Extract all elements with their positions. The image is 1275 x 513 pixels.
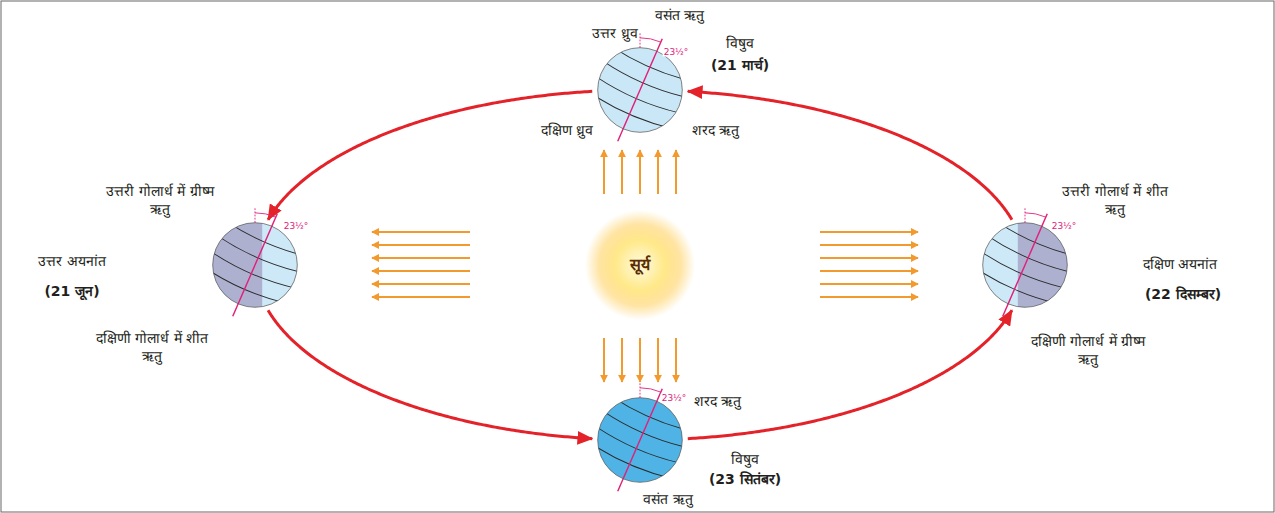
tilt-angle: 23½° (661, 394, 688, 403)
sun-ray (675, 338, 677, 382)
tilt-arc (1025, 213, 1046, 217)
sun-ray (603, 150, 605, 194)
sun-ray (372, 231, 470, 233)
tilt-angle: 23½° (283, 222, 310, 231)
pole-label: दक्षिण ध्रुव (541, 122, 593, 140)
vertical-reference (640, 32, 641, 47)
date-label: (21 जून) (44, 283, 99, 301)
earth-axis (233, 214, 278, 316)
date-label: (21 मार्च) (711, 57, 769, 75)
sun-label: सूर्य (630, 255, 650, 275)
sun-ray (820, 244, 918, 246)
sun-ray (621, 150, 623, 194)
earth-axis (618, 389, 663, 491)
sun: सूर्य (585, 210, 695, 320)
hemisphere-label: दक्षिणी गोलार्ध में शीत ऋतु (95, 330, 210, 365)
sun-ray (820, 283, 918, 285)
earth-globe-drawing (210, 220, 300, 310)
pole-label: उत्तर ध्रुव (592, 25, 637, 43)
sun-ray (820, 296, 918, 298)
sun-ray (603, 338, 605, 382)
sun-ray (675, 150, 677, 194)
tilt-angle: 23½° (663, 48, 690, 57)
season-label: शरद ऋतु (694, 393, 741, 411)
vertical-reference (640, 382, 641, 397)
globe-outline (983, 223, 1068, 308)
date-label: (22 दिसम्बर) (1145, 286, 1221, 304)
sun-ray (657, 150, 659, 194)
orbit-arrow (268, 91, 592, 219)
sun-ray (820, 231, 918, 233)
sun-ray (372, 244, 470, 246)
earth-globe: उत्तरी गोलार्ध में ग्रीष्म ऋतुउत्तर अयना… (210, 220, 300, 310)
earth-axis (618, 39, 663, 141)
tilt-arc (640, 388, 661, 392)
equinox-label: विषुव (731, 451, 759, 469)
season-label: शरद ऋतु (692, 122, 739, 140)
solstice-label: दक्षिण अयनांत (1143, 256, 1217, 274)
sun-ray (372, 296, 470, 298)
sun-ray (820, 257, 918, 259)
earth-axis (1003, 214, 1048, 316)
orbit-arrow (688, 91, 1012, 219)
globe-outline (598, 48, 683, 133)
sun-ray (657, 338, 659, 382)
vertical-reference (1025, 207, 1026, 222)
tilt-arc (255, 213, 276, 217)
sun-ray (372, 283, 470, 285)
sun-ray (820, 270, 918, 272)
earth-globe: शरद ऋतुविषुव(23 सितंबर)वसंत ऋतु (595, 395, 685, 485)
season-label: वसंत ऋतु (655, 7, 704, 25)
earth-globe-drawing (595, 45, 685, 135)
earth-globe-drawing (980, 220, 1070, 310)
sun-disc (585, 210, 695, 320)
sun-ray (639, 338, 641, 382)
earth-globe-drawing (595, 395, 685, 485)
vertical-reference (255, 207, 256, 222)
earth-globe: वसंत ऋतुउत्तर ध्रुवविषुव(21 मार्च)दक्षिण… (595, 45, 685, 135)
sun-ray (639, 150, 641, 194)
hemisphere-label: उत्तरी गोलार्ध में ग्रीष्म ऋतु (103, 183, 218, 218)
solstice-label: उत्तर अयनांत (38, 253, 105, 271)
hemisphere-label: उत्तरी गोलार्ध में शीत ऋतु (1058, 183, 1173, 218)
globe-outline (213, 223, 298, 308)
sun-ray (372, 257, 470, 259)
sun-rays (372, 150, 918, 382)
tilt-arc (640, 38, 661, 42)
earth-globe: उत्तरी गोलार्ध में शीत ऋतुदक्षिण अयनांत(… (980, 220, 1070, 310)
globe-outline (598, 398, 683, 483)
tilt-angle: 23½° (1051, 222, 1078, 231)
sun-ray (621, 338, 623, 382)
season-label: वसंत ऋतु (643, 491, 692, 509)
date-label: (23 सितंबर) (709, 471, 781, 489)
sun-ray (372, 270, 470, 272)
orbit-arrow (688, 310, 1012, 438)
orbit-arrow (268, 310, 592, 438)
equinox-label: विषुव (726, 35, 754, 53)
hemisphere-label: दक्षिणी गोलार्ध में ग्रीष्म ऋतु (1028, 333, 1148, 368)
